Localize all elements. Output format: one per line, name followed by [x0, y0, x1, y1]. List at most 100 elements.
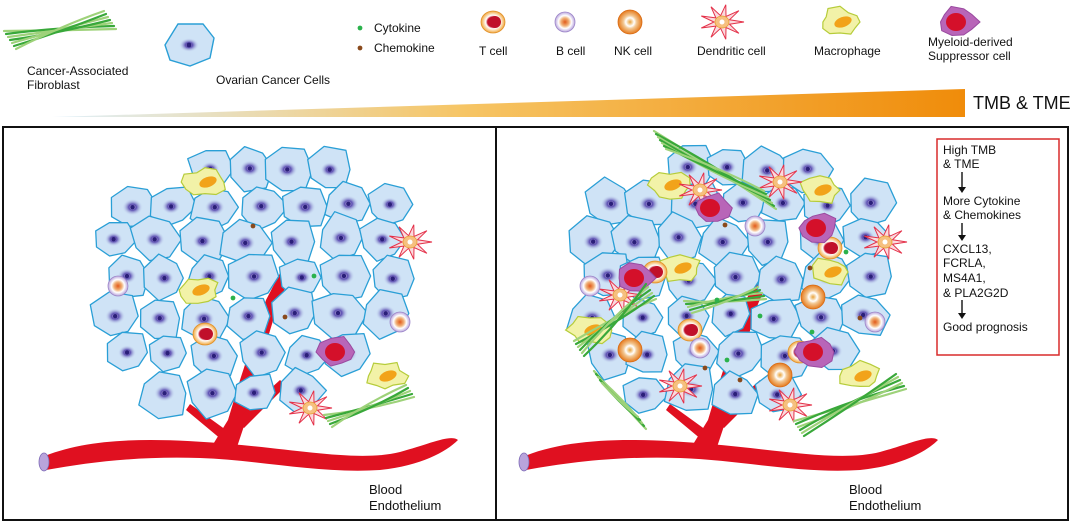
nucleolus: [201, 316, 207, 322]
right-dendritic-cell: [759, 164, 803, 200]
right-fibroblast: [572, 282, 658, 358]
nk-cell-body: [800, 284, 826, 310]
ovarian-cancer-cell: [239, 330, 286, 379]
nucleolus: [860, 312, 866, 318]
nucleolus: [805, 166, 810, 172]
right-b-cell: [689, 337, 711, 359]
left-t-cell: [192, 322, 218, 346]
right-nk-cell: [617, 337, 643, 363]
b-cell-body: [107, 275, 129, 297]
right-mdsc: [695, 192, 733, 222]
legend-fibroblast-label-2: Fibroblast: [27, 78, 80, 92]
left-tumor-mass: [89, 145, 415, 420]
dendritic-nucleus: [777, 179, 783, 185]
legend-cytokine-dot: [357, 25, 363, 31]
left-vessel-label-2: Endothelium: [369, 498, 442, 513]
b-cell-body: [554, 11, 576, 33]
tmb-gradient-wedge: [52, 89, 965, 117]
ovarian-cancer-cell: [711, 370, 759, 415]
mdsc-nucleus: [325, 343, 345, 361]
right-nk-cell: [767, 362, 793, 388]
nucleolus: [168, 204, 174, 209]
left-dendritic-cell: [389, 224, 433, 260]
flow-arrow-2: [958, 223, 966, 241]
ovarian-cancer-cell: [358, 217, 406, 262]
dendritic-nucleus: [677, 383, 683, 389]
ovarian-cancer-cell: [281, 186, 328, 228]
legend-dendritic-label: Dendritic cell: [697, 44, 766, 58]
nucleolus: [605, 273, 611, 278]
nucleolus: [644, 352, 650, 357]
nucleolus: [211, 353, 217, 359]
nucleolus: [251, 390, 257, 395]
macrophage-nucleus: [379, 370, 397, 382]
fibroblast-fiber: [802, 372, 898, 438]
macrophage-nucleus: [834, 16, 852, 28]
ovarian-cancer-cell: [110, 185, 160, 227]
macrophage-nucleus: [664, 179, 682, 191]
ovarian-cancer-cell: [367, 182, 414, 227]
left-macrophage: [178, 277, 219, 304]
vessel-cell: [38, 452, 50, 472]
ovarian-cancer-cell: [271, 286, 317, 335]
ovarian-cancer-cell: [584, 176, 636, 226]
vessel-sub-branch: [666, 404, 706, 440]
nucleolus: [247, 166, 253, 171]
flow-step-3-line-2: FCRLA,: [943, 256, 986, 270]
nucleolus: [632, 240, 637, 245]
ovarian-cancer-cell: [142, 253, 184, 302]
nucleolus: [390, 276, 395, 281]
nucleolus: [684, 313, 689, 319]
right-cytokine: [843, 249, 849, 255]
nucleolus: [243, 240, 248, 246]
fibroblast-fiber: [582, 282, 648, 358]
fibroblast-fiber: [796, 381, 904, 429]
ovarian-cancer-cell: [756, 255, 804, 303]
right-chemokine: [737, 377, 743, 383]
nucleolus: [335, 310, 341, 316]
legend-fibroblast-icon: [2, 9, 118, 51]
nucleolus: [289, 239, 294, 244]
ovarian-cancer-cell: [845, 252, 892, 299]
nucleolus: [130, 204, 135, 210]
flowchart-box: [936, 138, 1060, 356]
fibroblast-fiber: [798, 378, 902, 432]
nucleolus: [165, 350, 170, 356]
left-chemokine: [250, 223, 256, 229]
nucleolus: [720, 239, 725, 245]
ovarian-cancer-cell: [233, 373, 276, 411]
fibroblast-fiber: [326, 389, 412, 423]
left-chemokine: [282, 314, 288, 320]
right-chemokine: [702, 365, 708, 371]
ovarian-cancer-cell: [106, 331, 149, 372]
macrophage-nucleus: [192, 284, 210, 296]
legend-mdsc-label-1: Myeloid-derived: [928, 35, 1013, 49]
flow-step-1-line-1: High TMB: [943, 143, 997, 157]
nucleolus: [303, 204, 308, 210]
ovarian-cancer-cell: [226, 297, 271, 341]
right-macrophage: [646, 171, 691, 200]
ovarian-cancer-cell: [711, 293, 751, 338]
legend-dendritic-icon: [701, 4, 745, 40]
right-fibroblast: [682, 285, 768, 315]
dendritic-nucleus: [882, 239, 888, 245]
nucleolus: [825, 203, 830, 208]
vessel-cell: [518, 452, 530, 472]
vessel-sub-branch: [186, 404, 226, 440]
ovarian-cancer-cell: [227, 253, 280, 301]
ovarian-cancer-cell: [319, 211, 364, 262]
nucleolus: [640, 392, 646, 397]
nk-cell-body: [767, 362, 793, 388]
nucleolus: [162, 391, 167, 396]
legend-ovarian-cell-icon: [164, 23, 215, 67]
right-vessel-label-2: Endothelium: [849, 498, 922, 513]
flow-step-2-line-2: & Chemokines: [943, 208, 1022, 222]
nucleolus: [157, 315, 162, 321]
nucleolus: [733, 274, 738, 280]
nucleolus: [736, 351, 741, 356]
ovarian-cancer-cell: [311, 292, 369, 340]
left-b-cell: [107, 275, 129, 297]
nucleolus: [676, 235, 681, 240]
nucleolus: [640, 315, 645, 320]
nucleolus: [590, 239, 596, 244]
